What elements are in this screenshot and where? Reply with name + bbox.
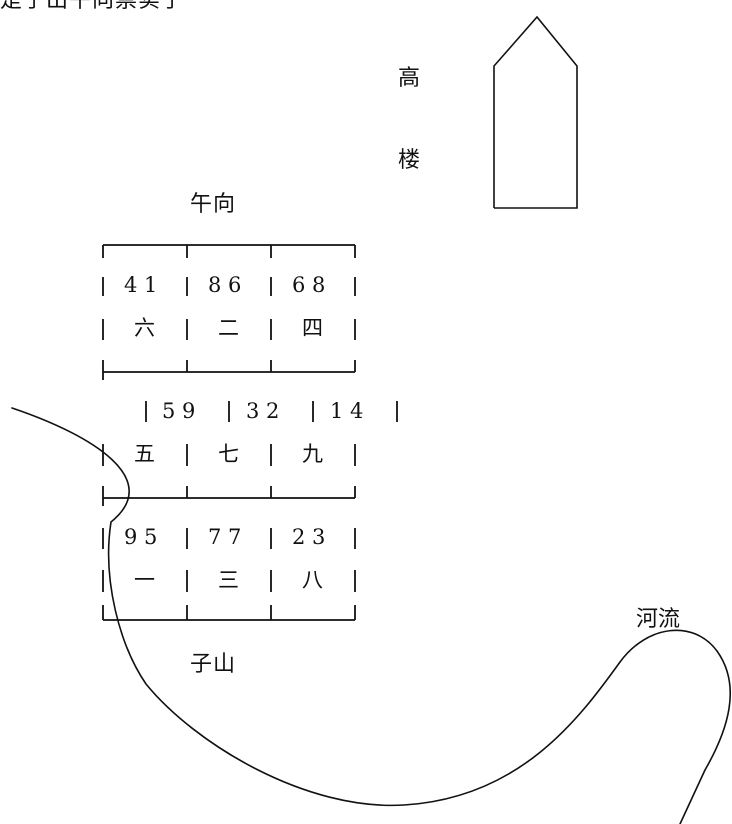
grid-bottom-right-numbers: 2 3 <box>292 525 326 549</box>
building-outline <box>493 15 578 209</box>
top-cut-text: 是子出午向票实子 <box>0 0 185 13</box>
river-line <box>11 407 731 824</box>
grid-bottom-frame <box>102 528 356 621</box>
grid-top-left-numbers: 4 1 <box>124 273 158 297</box>
grid-bottom-center-star: 三 <box>218 568 239 592</box>
grid-middle-center-star: 七 <box>218 442 239 466</box>
bottom-direction-label: 子山 <box>190 652 237 677</box>
grid-bottom-left-star: 一 <box>134 568 155 592</box>
grid-top-frame <box>102 244 356 380</box>
building-label-line-2: 楼 <box>398 148 421 173</box>
grid-top-right-star: 四 <box>302 316 323 340</box>
grid-bottom-right-star: 八 <box>302 568 323 592</box>
top-direction-label: 午向 <box>190 192 237 217</box>
grid-top-center-numbers: 8 6 <box>208 273 242 297</box>
grid-top-center-star: 二 <box>218 316 239 340</box>
grid-bottom-center-numbers: 7 7 <box>208 525 242 549</box>
grid-top-left-star: 六 <box>134 316 155 340</box>
grid-middle-right-star: 九 <box>302 442 323 466</box>
grid-bottom-left-numbers: 9 5 <box>124 525 158 549</box>
grid-top-right-numbers: 6 8 <box>292 273 326 297</box>
grid-middle-frame <box>102 401 398 506</box>
river-label: 河流 <box>636 607 681 632</box>
grid-middle-left-star: 五 <box>134 442 155 466</box>
grid-middle-left-numbers: 5 9 <box>162 399 196 423</box>
building-label-line-1: 高 <box>398 66 421 91</box>
grid-middle-center-numbers: 3 2 <box>246 399 280 423</box>
grid-middle-right-numbers: 1 4 <box>330 399 364 423</box>
